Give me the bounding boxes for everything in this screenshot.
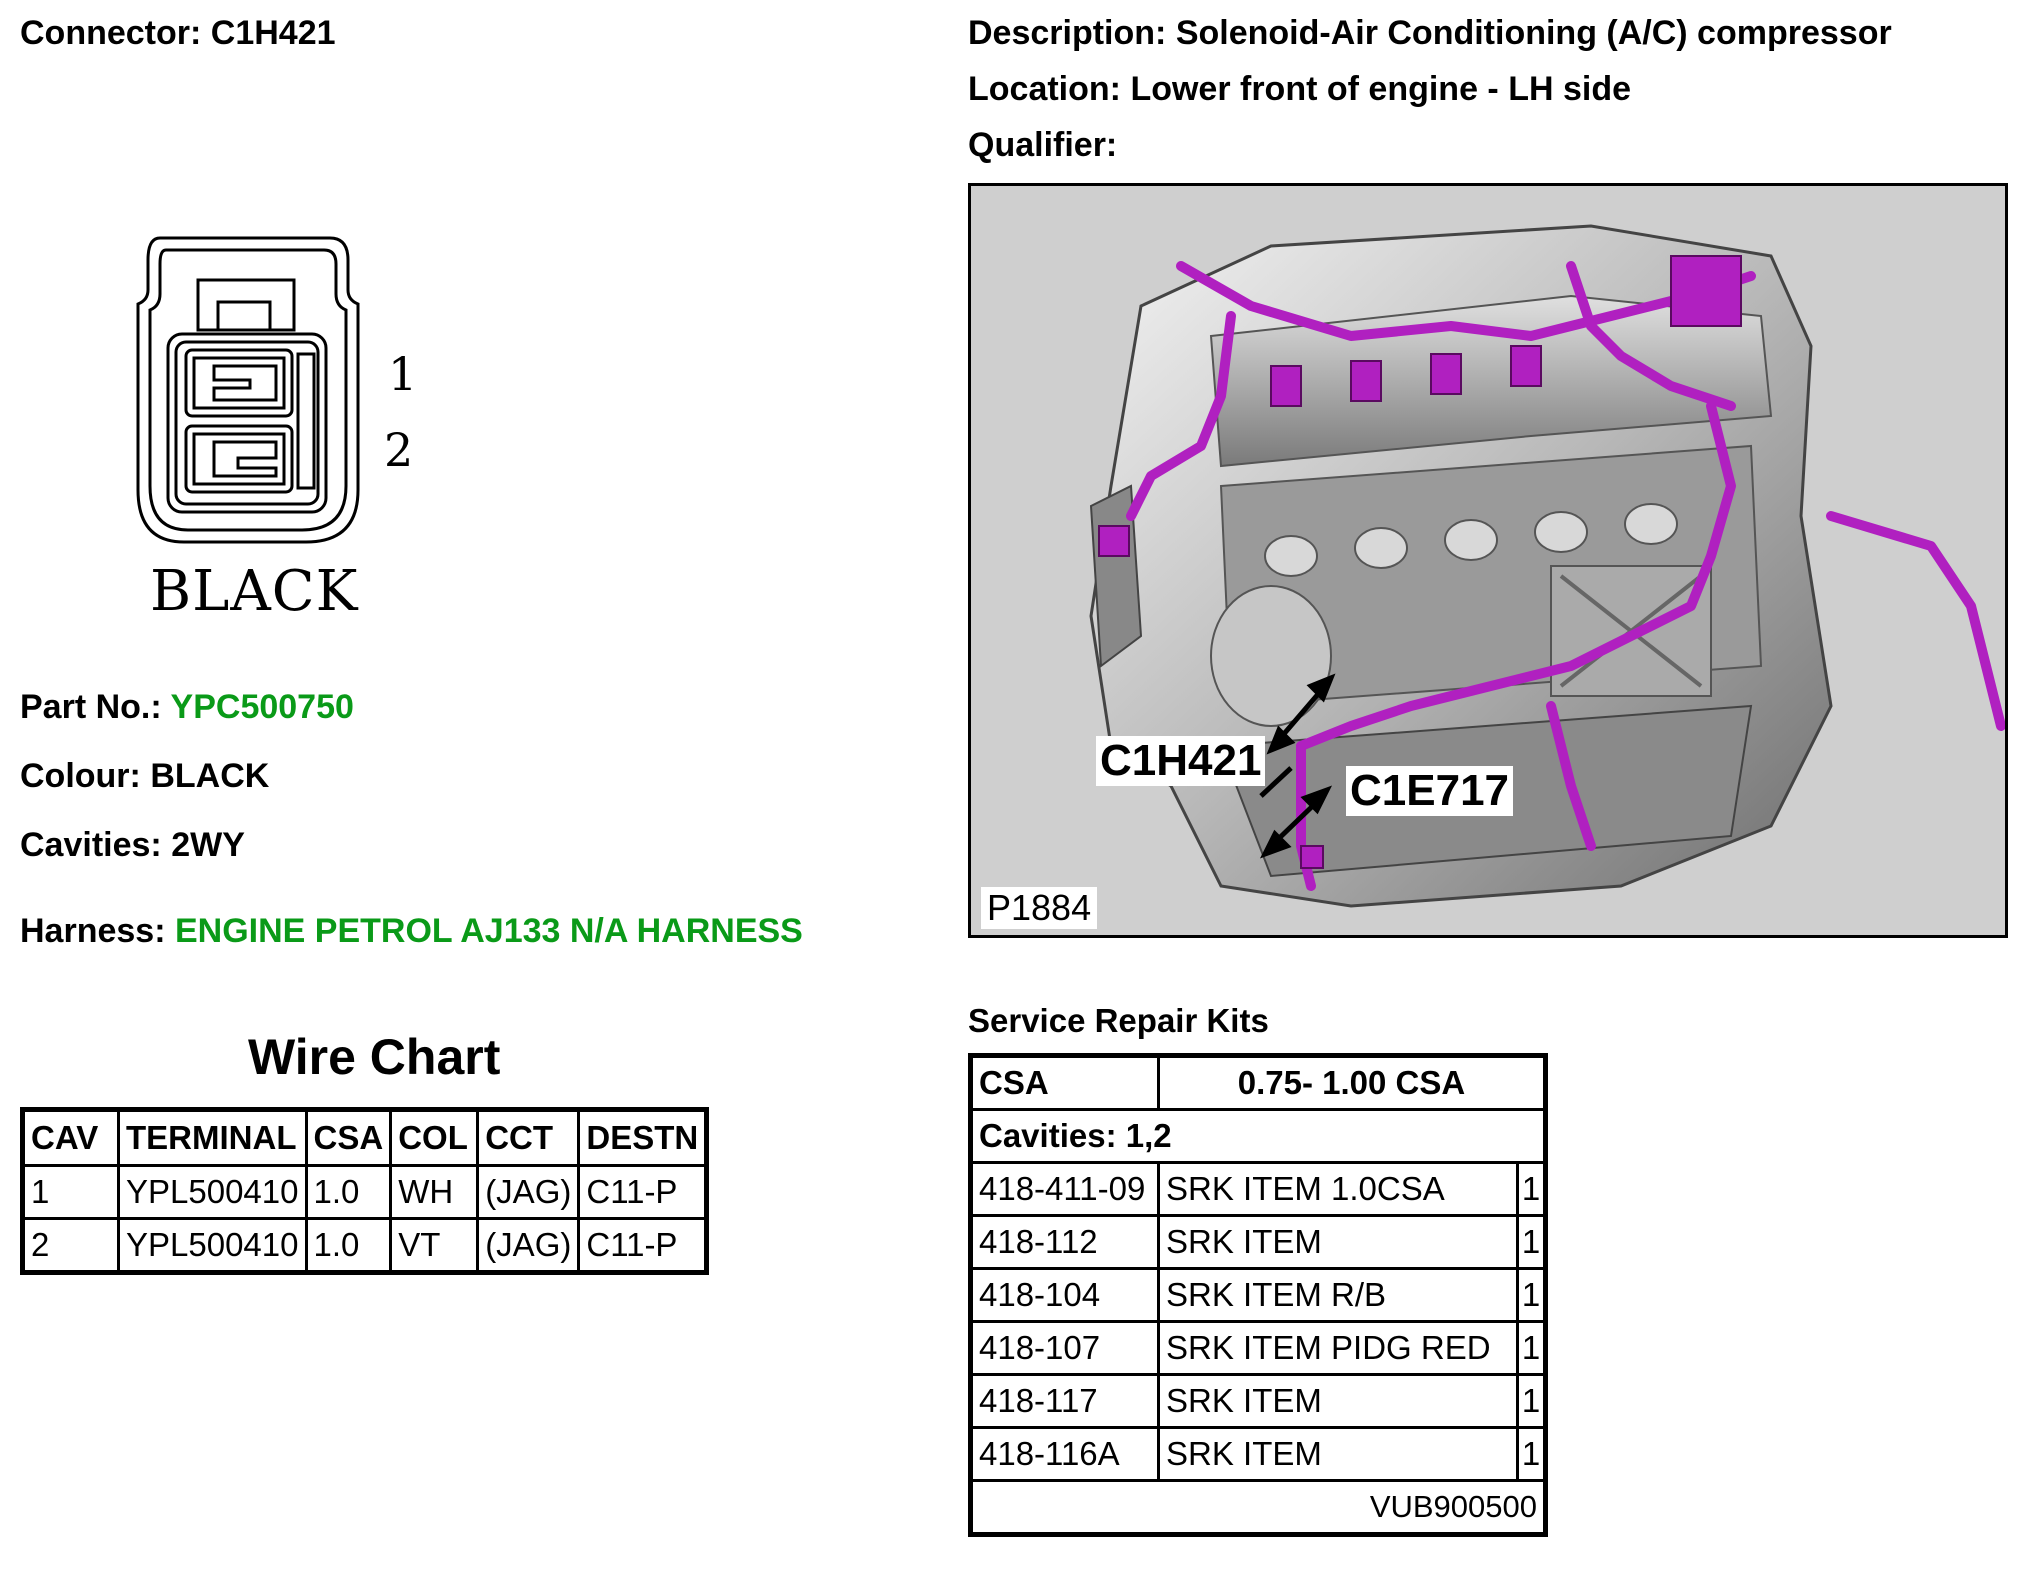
cavities-value: 2WY bbox=[171, 826, 245, 864]
col-csa: CSA bbox=[304, 1108, 393, 1167]
col-col: COL bbox=[389, 1108, 480, 1167]
description-label: Description: bbox=[968, 14, 1167, 52]
kit-part: 418-411-09 bbox=[969, 1161, 1160, 1217]
kit-part: 418-107 bbox=[969, 1320, 1160, 1376]
cell-destn: C11-P bbox=[577, 1217, 709, 1274]
kit-part: 418-116A bbox=[969, 1426, 1160, 1482]
part-number-line: Part No.: YPC500750 bbox=[20, 688, 354, 727]
colour-line: Colour: BLACK bbox=[20, 757, 269, 796]
col-destn: DESTN bbox=[577, 1108, 709, 1167]
kit-desc: SRK ITEM bbox=[1157, 1214, 1519, 1270]
table-row: 418-411-09 SRK ITEM 1.0CSA 1 bbox=[969, 1161, 1547, 1217]
callout-c1h421: C1H421 bbox=[1096, 736, 1266, 786]
kit-csa-value: 0.75- 1.00 CSA bbox=[1157, 1054, 1547, 1111]
kit-qty: 1 bbox=[1516, 1214, 1547, 1270]
harness-line: Harness: ENGINE PETROL AJ133 N/A HARNESS bbox=[20, 912, 803, 951]
kit-desc: SRK ITEM R/B bbox=[1157, 1267, 1519, 1323]
qualifier-line: Qualifier: bbox=[968, 126, 1117, 165]
pin-1-label: 1 bbox=[388, 347, 417, 401]
kit-qty: 1 bbox=[1516, 1373, 1547, 1429]
kit-qty: 1 bbox=[1516, 1320, 1547, 1376]
part-number-link[interactable]: YPC500750 bbox=[170, 688, 354, 726]
table-row: 1 YPL500410 1.0 WH (JAG) C11-P bbox=[21, 1164, 709, 1220]
service-kits-title: Service Repair Kits bbox=[968, 1002, 1269, 1039]
kit-part: 418-104 bbox=[969, 1267, 1160, 1323]
cavities-line: Cavities: 2WY bbox=[20, 826, 245, 865]
cell-csa: 1.0 bbox=[304, 1164, 393, 1220]
colour-label: Colour: bbox=[20, 757, 141, 795]
cavities-label: Cavities: bbox=[20, 826, 162, 864]
wire-chart-header-row: CAV TERMINAL CSA COL CCT DESTN bbox=[21, 1108, 709, 1167]
cell-cct: (JAG) bbox=[476, 1164, 581, 1220]
connector-value: C1H421 bbox=[210, 14, 336, 52]
kit-footer: VUB900500 bbox=[969, 1479, 1547, 1536]
connector-colour-text: BLACK bbox=[150, 559, 359, 624]
kit-part: 418-112 bbox=[969, 1214, 1160, 1270]
kit-csa-label: CSA bbox=[969, 1054, 1160, 1111]
connector-line: Connector: C1H421 bbox=[20, 14, 336, 53]
wire-chart-table: CAV TERMINAL CSA COL CCT DESTN 1 YPL5004… bbox=[20, 1107, 710, 1275]
engine-illustration bbox=[1089, 224, 2005, 908]
kit-qty: 1 bbox=[1516, 1161, 1547, 1217]
col-terminal: TERMINAL bbox=[117, 1108, 308, 1167]
col-cav: CAV bbox=[21, 1108, 120, 1167]
table-row: 418-107 SRK ITEM PIDG RED 1 bbox=[969, 1320, 1547, 1376]
callout-c1e717: C1E717 bbox=[1346, 766, 1514, 816]
cell-terminal: YPL500410 bbox=[117, 1164, 308, 1220]
pin-2-label: 2 bbox=[384, 423, 413, 477]
kit-desc: SRK ITEM PIDG RED bbox=[1157, 1320, 1519, 1376]
table-row: 418-104 SRK ITEM R/B 1 bbox=[969, 1267, 1547, 1323]
col-cct: CCT bbox=[476, 1108, 581, 1167]
cell-cav: 1 bbox=[21, 1164, 120, 1220]
engine-location-image: C1H421 C1E717 P1884 bbox=[968, 183, 2008, 938]
cell-col: WH bbox=[389, 1164, 480, 1220]
location-line: Location: Lower front of engine - LH sid… bbox=[968, 70, 1631, 109]
kit-desc: SRK ITEM bbox=[1157, 1373, 1519, 1429]
kit-part: 418-117 bbox=[969, 1373, 1160, 1429]
colour-value: BLACK bbox=[150, 757, 270, 795]
location-value: Lower front of engine - LH side bbox=[1130, 70, 1631, 108]
cell-col: VT bbox=[389, 1217, 480, 1274]
cell-destn: C11-P bbox=[577, 1164, 709, 1220]
kit-desc: SRK ITEM 1.0CSA bbox=[1157, 1161, 1519, 1217]
kit-cavities-row: Cavities: 1,2 bbox=[969, 1108, 1547, 1164]
part-number-label: Part No.: bbox=[20, 688, 162, 726]
table-row: 2 YPL500410 1.0 VT (JAG) C11-P bbox=[21, 1217, 709, 1274]
kit-cavities: Cavities: 1,2 bbox=[969, 1108, 1547, 1164]
table-row: 418-116A SRK ITEM 1 bbox=[969, 1426, 1547, 1482]
harness-link[interactable]: ENGINE PETROL AJ133 N/A HARNESS bbox=[174, 912, 803, 950]
connector-label: Connector: bbox=[20, 14, 202, 52]
cell-cct: (JAG) bbox=[476, 1217, 581, 1274]
description-line: Description: Solenoid-Air Conditioning (… bbox=[968, 14, 1892, 53]
description-value: Solenoid-Air Conditioning (A/C) compress… bbox=[1175, 14, 1892, 52]
cell-csa: 1.0 bbox=[304, 1217, 393, 1274]
harness-label: Harness: bbox=[20, 912, 166, 950]
qualifier-label: Qualifier: bbox=[968, 126, 1118, 164]
connector-face-diagram: 1 2 BLACK bbox=[136, 236, 417, 624]
wire-chart-title: Wire Chart bbox=[248, 1029, 501, 1085]
kit-desc: SRK ITEM bbox=[1157, 1426, 1519, 1482]
kit-qty: 1 bbox=[1516, 1267, 1547, 1323]
image-reference: P1884 bbox=[981, 887, 1098, 929]
cell-cav: 2 bbox=[21, 1217, 120, 1274]
kit-footer-row: VUB900500 bbox=[969, 1479, 1547, 1536]
service-kits-table: CSA 0.75- 1.00 CSA Cavities: 1,2 418-411… bbox=[968, 1053, 1548, 1537]
kit-csa-row: CSA 0.75- 1.00 CSA bbox=[969, 1054, 1547, 1111]
kit-qty: 1 bbox=[1516, 1426, 1547, 1482]
table-row: 418-117 SRK ITEM 1 bbox=[969, 1373, 1547, 1429]
table-row: 418-112 SRK ITEM 1 bbox=[969, 1214, 1547, 1270]
location-label: Location: bbox=[968, 70, 1121, 108]
cell-terminal: YPL500410 bbox=[117, 1217, 308, 1274]
